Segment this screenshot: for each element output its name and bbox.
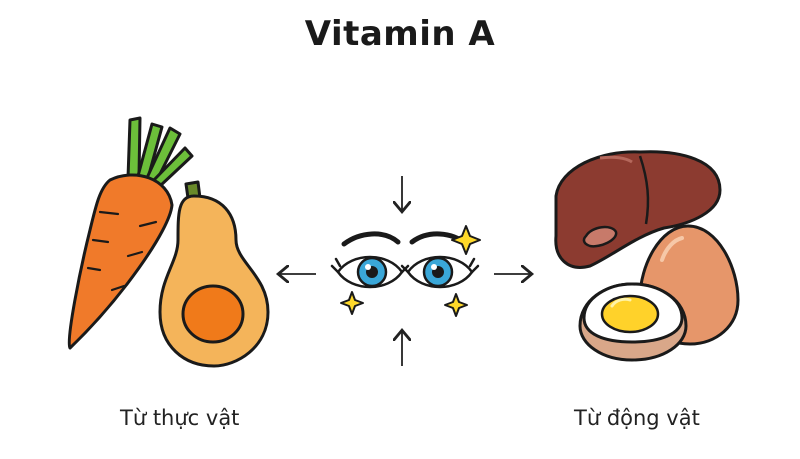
plant-sources-label: Từ thực vật xyxy=(120,406,240,430)
carrot-icon xyxy=(67,116,194,350)
sparkle-icon xyxy=(340,225,481,317)
arrow-icon xyxy=(280,176,530,366)
boiled-egg-icon xyxy=(578,282,688,362)
animal-sources-label: Từ động vật xyxy=(574,406,700,430)
butternut-squash-icon xyxy=(158,180,270,368)
liver-icon xyxy=(554,150,722,269)
page-title: Vitamin A xyxy=(304,14,496,54)
